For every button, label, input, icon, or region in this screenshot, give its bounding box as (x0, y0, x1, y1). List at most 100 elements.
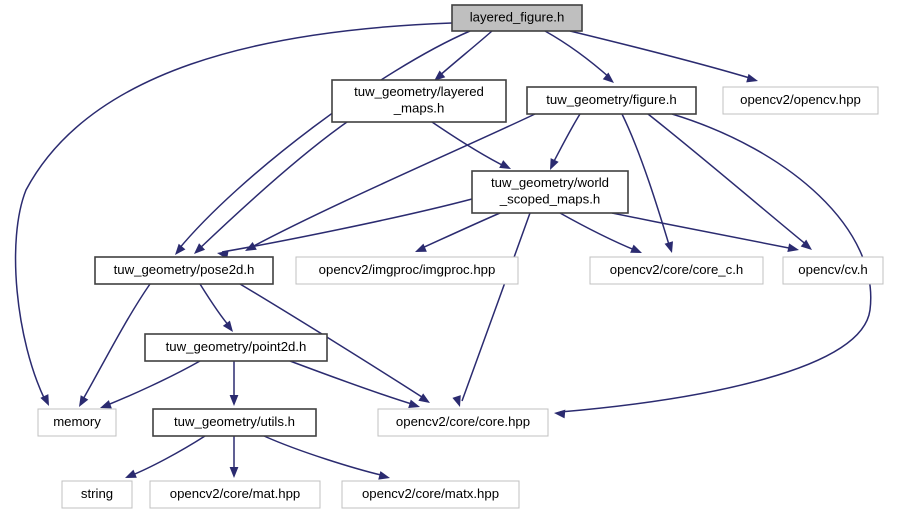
node-box[interactable] (37, 408, 117, 437)
edge-line (551, 113, 581, 166)
graph-node-memory[interactable]: memory (37, 408, 117, 437)
graph-node-string[interactable]: string (61, 480, 133, 509)
arrowhead-icon (100, 400, 112, 409)
edge-line (431, 121, 507, 168)
arrowhead-icon (40, 394, 49, 406)
edge-line (437, 30, 493, 78)
node-label: tuw_geometry/world (491, 175, 609, 190)
graph-edge-world_scoped_maps-to-core_c (559, 212, 642, 253)
edge-line (263, 435, 386, 477)
graph-edge-figure-to-world_scoped_maps (550, 113, 581, 170)
graph-edge-figure-to-core_hpp (554, 113, 872, 419)
node-label: string (81, 486, 113, 501)
edge-line (199, 283, 231, 328)
node-box[interactable] (722, 86, 879, 115)
graph-node-matx_hpp[interactable]: opencv2/core/matx.hpp (341, 480, 520, 509)
edge-line (197, 121, 348, 251)
node-label: tuw_geometry/point2d.h (166, 339, 307, 354)
graph-node-figure[interactable]: tuw_geometry/figure.h (526, 86, 697, 115)
node-label: opencv2/core/mat.hpp (170, 486, 301, 501)
node-box[interactable] (144, 333, 328, 362)
graph-node-pose2d[interactable]: tuw_geometry/pose2d.h (94, 256, 274, 285)
graph-edge-layered_figure-to-layered_maps (434, 30, 493, 81)
graph-edge-layered_maps-to-world_scoped_maps (431, 121, 511, 169)
edge-line (559, 113, 872, 413)
graph-edge-layered_figure-to-pose2d (175, 30, 471, 255)
node-box[interactable] (526, 86, 697, 115)
arrowhead-icon (664, 241, 673, 253)
edge-line (249, 113, 536, 249)
graph-node-point2d[interactable]: tuw_geometry/point2d.h (144, 333, 328, 362)
graph-edge-point2d-to-core_hpp (289, 360, 420, 408)
graph-node-core_c[interactable]: opencv2/core/core_c.h (589, 256, 764, 285)
arrowhead-icon (229, 467, 239, 478)
node-label: opencv/cv.h (798, 262, 867, 277)
node-box[interactable] (149, 480, 321, 509)
node-label: opencv2/core/core_c.h (610, 262, 743, 277)
graph-edge-point2d-to-utils (229, 361, 239, 406)
edge-line (14, 22, 453, 401)
node-box[interactable] (295, 256, 519, 285)
edge-line (611, 212, 795, 250)
graph-edge-utils-to-mat_hpp (229, 436, 239, 478)
arrowhead-icon (175, 243, 186, 255)
graph-node-world_scoped_maps[interactable]: tuw_geometry/world _scoped_maps.h (471, 170, 629, 214)
graph-node-opencv_hpp[interactable]: opencv2/opencv.hpp (722, 86, 879, 115)
node-label: opencv2/core/matx.hpp (362, 486, 499, 501)
node-box[interactable] (152, 408, 317, 437)
graph-edge-layered_maps-to-pose2d (194, 121, 348, 254)
graph-node-imgproc[interactable]: opencv2/imgproc/imgproc.hpp (295, 256, 519, 285)
node-box[interactable] (471, 170, 629, 214)
node-label: tuw_geometry/utils.h (174, 414, 295, 429)
arrowhead-icon (229, 395, 239, 406)
graph-edge-layered_figure-to-memory (14, 22, 453, 406)
arrowhead-icon (630, 244, 642, 253)
arrowhead-icon (434, 70, 446, 81)
edge-line (239, 283, 426, 400)
graph-node-mat_hpp[interactable]: opencv2/core/mat.hpp (149, 480, 321, 509)
edge-line (569, 30, 754, 80)
graph-node-core_hpp[interactable]: opencv2/core/core.hpp (377, 408, 549, 437)
arrowhead-icon (452, 395, 461, 407)
graph-edge-pose2d-to-core_hpp (239, 283, 430, 403)
edge-line (177, 30, 471, 251)
graph-nodes: layered_figure.h tuw_geometry/layered _map… (37, 4, 884, 509)
graph-node-layered_maps[interactable]: tuw_geometry/layered _maps.h (331, 79, 507, 123)
edge-line (559, 212, 638, 252)
node-label: _maps.h (393, 101, 445, 116)
arrowhead-icon (194, 243, 206, 254)
graph-node-layered_figure[interactable]: layered_figure.h (451, 4, 583, 32)
node-label: layered_figure.h (470, 9, 565, 24)
graph-edge-utils-to-matx_hpp (263, 435, 390, 480)
node-label: tuw_geometry/figure.h (546, 92, 676, 107)
node-label: opencv2/opencv.hpp (740, 92, 861, 107)
graph-edge-figure-to-core_c (621, 113, 673, 253)
node-box[interactable] (341, 480, 520, 509)
arrowhead-icon (554, 409, 566, 419)
node-box[interactable] (61, 480, 133, 509)
node-box[interactable] (451, 4, 583, 32)
node-box[interactable] (782, 256, 884, 285)
arrowhead-icon (746, 73, 758, 83)
arrowhead-icon (787, 243, 799, 253)
node-box[interactable] (377, 408, 549, 437)
graph-node-utils[interactable]: tuw_geometry/utils.h (152, 408, 317, 437)
graph-edge-pose2d-to-point2d (199, 283, 233, 332)
graph-edge-world_scoped_maps-to-imgproc (415, 212, 501, 252)
arrowhead-icon (499, 160, 511, 169)
node-label: _scoped_maps.h (499, 192, 600, 207)
graph-edge-world_scoped_maps-to-pose2d (217, 198, 473, 260)
graph-node-cv_h[interactable]: opencv/cv.h (782, 256, 884, 285)
graph-edge-pose2d-to-memory (79, 283, 151, 407)
edge-line (544, 30, 611, 79)
node-box[interactable] (331, 79, 507, 123)
node-label: tuw_geometry/layered (354, 84, 484, 99)
graph-edge-point2d-to-memory (100, 360, 201, 409)
node-box[interactable] (589, 256, 764, 285)
node-box[interactable] (94, 256, 274, 285)
edge-line (289, 360, 416, 406)
edge-line (81, 283, 151, 402)
edge-line (647, 113, 809, 247)
